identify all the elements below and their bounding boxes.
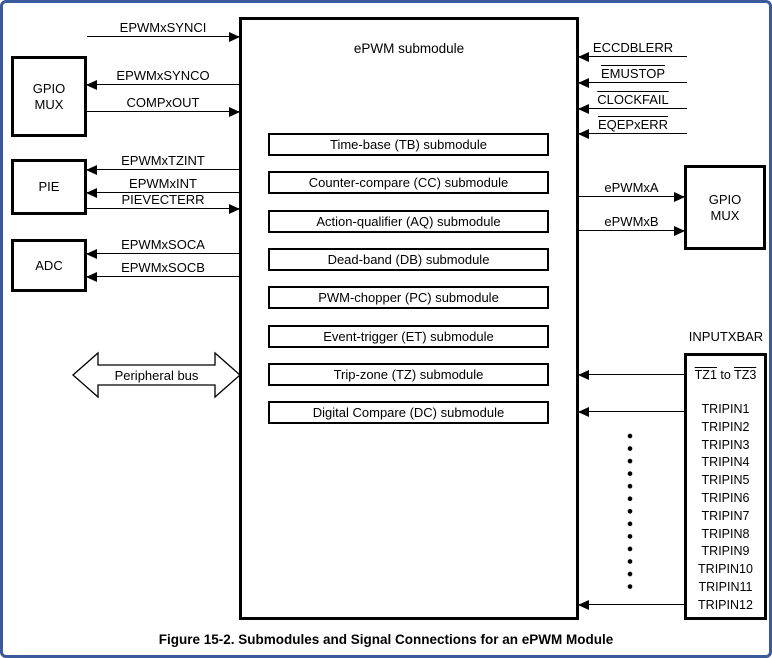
tripin-label: TRIPIN1 bbox=[701, 402, 750, 416]
adc-label: ADC bbox=[35, 257, 63, 273]
arrow-right-icon bbox=[87, 203, 240, 214]
arrow-left-icon bbox=[578, 77, 687, 88]
signal-epwmxtzint: EPWMxTZINT bbox=[86, 153, 239, 175]
gpio-mux-right-block: GPIO MUX bbox=[684, 165, 766, 250]
signal-epwmxsynco-label: EPWMxSYNCO bbox=[116, 68, 210, 83]
submodule-counter-compare: Counter-compare (CC) submodule bbox=[268, 171, 549, 194]
gpio-mux-left-label: GPIO MUX bbox=[32, 80, 66, 112]
figure-caption: Figure 15-2. Submodules and Signal Conne… bbox=[158, 632, 614, 647]
arrow-left-icon bbox=[86, 271, 239, 282]
submodule-action-qualifier: Action-qualifier (AQ) submodule bbox=[268, 210, 549, 233]
gpio-mux-left-block: GPIO MUX bbox=[11, 56, 87, 137]
signal-eqepxerr-label: EQEPxERR bbox=[597, 117, 669, 132]
tripin12-arrow bbox=[578, 599, 684, 610]
peripheral-bus-text: Peripheral bus bbox=[114, 367, 199, 383]
tripin-label: TRIPIN2 bbox=[701, 419, 750, 434]
signal-epwmxsynco: EPWMxSYNCO bbox=[86, 68, 239, 90]
signal-eqepxerr: EQEPxERR bbox=[578, 117, 687, 139]
inputxbar-block: TZ1 to TZ3 TRIPIN1 TRIPIN2 TRIPIN3 TRIPI… bbox=[684, 353, 767, 620]
signal-epwmxsocb: EPWMxSOCB bbox=[86, 260, 239, 282]
signal-epwmxsynci-label: EPWMxSYNCI bbox=[119, 20, 207, 35]
arrow-left-icon bbox=[578, 599, 684, 610]
tripin-label: TRIPIN12 bbox=[698, 597, 753, 612]
tripin-label: TRIPIN5 bbox=[701, 473, 750, 488]
tripin-label: TRIPIN3 bbox=[701, 437, 750, 452]
arrow-left-icon bbox=[578, 103, 687, 114]
signal-clockfail: CLOCKFAIL bbox=[578, 92, 687, 114]
arrow-left-icon bbox=[578, 369, 684, 380]
ellipsis-dots-icon bbox=[626, 430, 634, 593]
arrow-right-icon bbox=[579, 225, 685, 236]
signal-eccdblerr: ECCDBLERR bbox=[578, 40, 687, 62]
signal-epwmxa: ePWMxA bbox=[579, 180, 685, 202]
signal-epwmxb-label: ePWMxB bbox=[604, 214, 659, 229]
signal-emustop: EMUSTOP bbox=[578, 66, 687, 88]
gpio-mux-right-label: GPIO MUX bbox=[708, 191, 742, 223]
peripheral-bus-label: Peripheral bus bbox=[71, 349, 242, 401]
submodule-pwm-chopper: PWM-chopper (PC) submodule bbox=[268, 286, 549, 309]
arrow-left-icon bbox=[86, 187, 239, 198]
tripin1-arrow bbox=[578, 406, 684, 417]
signal-eccdblerr-label: ECCDBLERR bbox=[592, 40, 674, 55]
arrow-right-icon bbox=[579, 191, 685, 202]
submodule-trip-zone: Trip-zone (TZ) submodule bbox=[268, 363, 549, 386]
signal-epwmxsoca: EPWMxSOCA bbox=[86, 237, 239, 259]
epwm-submodule-box: ePWM submodule Time-base (TB) submodule … bbox=[239, 17, 579, 620]
tripin-label: TRIPIN11 bbox=[698, 579, 753, 594]
tz-range-label: TZ1 to TZ3 bbox=[687, 367, 764, 383]
signal-clockfail-label: CLOCKFAIL bbox=[597, 92, 669, 107]
arrow-right-icon bbox=[87, 31, 240, 42]
signal-epwmxint-label: EPWMxINT bbox=[129, 176, 197, 191]
pie-block: PIE bbox=[11, 159, 87, 215]
tz-arrow bbox=[578, 369, 684, 380]
tripin-label: TRIPIN4 bbox=[701, 455, 750, 470]
adc-block: ADC bbox=[11, 239, 87, 292]
tz3-label: TZ3 bbox=[734, 368, 757, 382]
tripin-label: TRIPIN10 bbox=[698, 562, 753, 577]
arrow-left-icon bbox=[86, 164, 239, 175]
signal-compxout-label: COMPxOUT bbox=[126, 95, 200, 110]
signal-emustop-label: EMUSTOP bbox=[600, 66, 666, 81]
arrow-right-icon bbox=[87, 106, 240, 117]
epwm-submodule-title: ePWM submodule bbox=[353, 41, 465, 56]
pie-label: PIE bbox=[38, 179, 60, 194]
signal-epwmxb: ePWMxB bbox=[579, 214, 685, 236]
signal-epwmxsocb-label: EPWMxSOCB bbox=[121, 260, 205, 275]
submodule-time-base: Time-base (TB) submodule bbox=[268, 133, 549, 156]
tripin-label: TRIPIN9 bbox=[701, 544, 750, 559]
tripin-label: TRIPIN8 bbox=[701, 526, 750, 541]
arrow-left-icon bbox=[578, 128, 687, 139]
tripin-label: TRIPIN6 bbox=[701, 490, 750, 505]
submodule-dead-band: Dead-band (DB) submodule bbox=[268, 248, 549, 271]
tripin-list: TRIPIN1 TRIPIN2 TRIPIN3 TRIPIN4 TRIPIN5 … bbox=[687, 401, 764, 615]
signal-epwmxtzint-label: EPWMxTZINT bbox=[121, 153, 205, 168]
signal-pievecterr: PIEVECTERR bbox=[87, 192, 240, 214]
arrow-left-icon bbox=[86, 79, 239, 90]
tz1-label: TZ1 bbox=[694, 368, 717, 382]
arrow-left-icon bbox=[578, 406, 684, 417]
signal-epwmxsoca-label: EPWMxSOCA bbox=[121, 237, 205, 252]
submodule-digital-compare: Digital Compare (DC) submodule bbox=[268, 401, 549, 424]
signal-epwmxint: EPWMxINT bbox=[86, 176, 239, 198]
tripin-label: TRIPIN7 bbox=[701, 508, 750, 523]
signal-epwmxsynci: EPWMxSYNCI bbox=[87, 20, 240, 42]
arrow-left-icon bbox=[86, 248, 239, 259]
inputxbar-title: INPUTXBAR bbox=[688, 329, 764, 344]
epwm-block-diagram: GPIO MUX PIE ADC EPWMxSYNCI EPWMxSYNCO C… bbox=[3, 3, 769, 655]
signal-pievecterr-label: PIEVECTERR bbox=[121, 192, 205, 207]
submodule-event-trigger: Event-trigger (ET) submodule bbox=[268, 325, 549, 348]
signal-compxout: COMPxOUT bbox=[87, 95, 240, 117]
arrow-left-icon bbox=[578, 51, 687, 62]
tz-to-text: to bbox=[720, 368, 731, 382]
signal-epwmxa-label: ePWMxA bbox=[604, 180, 659, 195]
